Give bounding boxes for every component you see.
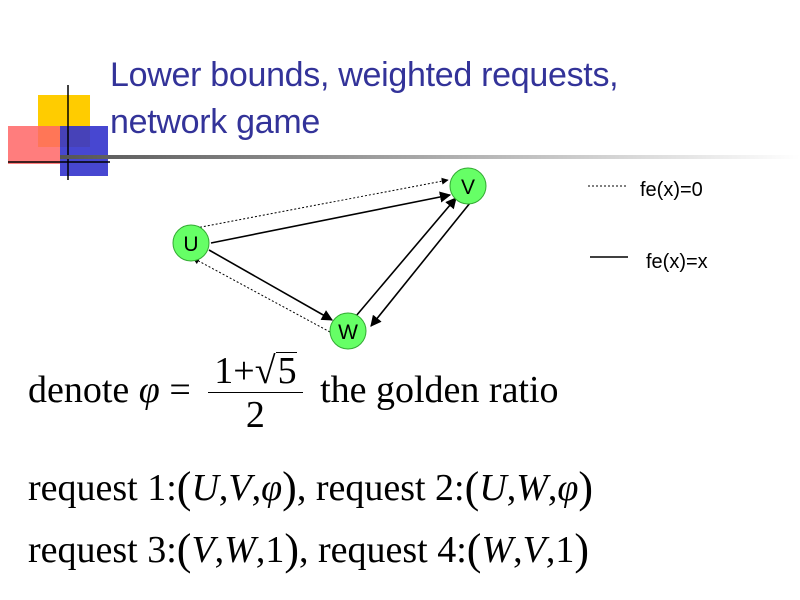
request-2-arg-2: W <box>516 467 548 509</box>
paren-open: ( <box>466 525 482 574</box>
fraction-numerator: 1+√5 <box>208 350 302 392</box>
red-square <box>8 126 60 164</box>
request-1-arg-1: U <box>191 467 219 509</box>
request-1-arg-2: V <box>228 467 252 509</box>
requests-line-1: request 1:(U,V,φ), request 2:(U,W,φ) <box>28 463 594 512</box>
node-u: U <box>172 224 210 262</box>
page-title: Lower bounds, weighted requests, network… <box>110 52 770 146</box>
sqrt-sign: √ <box>254 350 276 392</box>
request-3-label: request 3 <box>28 529 167 571</box>
phi-symbol: φ <box>138 369 160 412</box>
request-3-arg-2: W <box>224 529 256 571</box>
dotted-edge-w-u <box>192 257 331 333</box>
edge-u-v <box>210 191 452 244</box>
paren-close: ) <box>578 463 594 512</box>
edge-w-v <box>355 197 457 317</box>
node-w-label: W <box>338 321 358 344</box>
paren-close: ) <box>282 463 297 512</box>
formula-tail: the golden ratio <box>320 369 559 412</box>
request-1-arg-3: φ <box>261 467 283 509</box>
request-4-arg-3: 1 <box>555 529 575 571</box>
equals-sign: = <box>169 369 191 412</box>
request-4-arg-1: W <box>481 529 514 571</box>
numerator-left: 1+ <box>214 350 255 392</box>
request-1-label: request 1 <box>28 467 167 509</box>
legend-dotted-label: fe(x)=0 <box>640 179 703 201</box>
node-u-label: U <box>183 233 198 256</box>
request-2-label: request 2 <box>315 467 455 509</box>
edge-v-w <box>370 202 471 327</box>
request-4-label: request 4 <box>317 529 457 571</box>
node-v-label: V <box>461 176 475 199</box>
paren-open: ( <box>464 463 480 512</box>
request-2-arg-1: U <box>479 467 507 509</box>
paren-open: ( <box>176 463 192 512</box>
title-underline <box>60 155 800 159</box>
corner-decoration <box>8 85 110 180</box>
fraction: 1+√5 2 <box>208 350 303 437</box>
edge-u-w <box>208 249 333 321</box>
node-w: W <box>329 312 367 350</box>
request-1-colon: : <box>166 467 177 509</box>
sqrt-argument: 5 <box>275 350 297 392</box>
fraction-denominator: 2 <box>245 394 265 436</box>
denote-word: denote <box>28 369 130 412</box>
golden-ratio-formula: denote φ = 1+√5 2 the golden ratio <box>28 350 559 437</box>
dotted-edge-u-v <box>195 177 449 229</box>
paren-close: ) <box>574 525 589 574</box>
request-4-arg-2: V <box>522 529 546 571</box>
request-3-colon: : <box>166 529 177 571</box>
legend-solid-label: fe(x)=x <box>646 251 708 273</box>
request-3-arg-3: 1 <box>265 529 285 571</box>
title-line-2: network game <box>110 103 320 141</box>
requests-line-2: request 3:(V,W,1), request 4:(W,V,1) <box>28 525 589 574</box>
request-2-colon: : <box>454 467 465 509</box>
title-line-1: Lower bounds, weighted requests, <box>110 56 619 94</box>
fraction-bar <box>208 392 303 393</box>
paren-close: ) <box>284 525 299 574</box>
request-3-arg-1: V <box>191 529 215 571</box>
node-v: V <box>449 167 487 205</box>
request-2-arg-3: φ <box>557 467 579 509</box>
paren-open: ( <box>176 525 192 574</box>
request-4-colon: : <box>456 529 467 571</box>
